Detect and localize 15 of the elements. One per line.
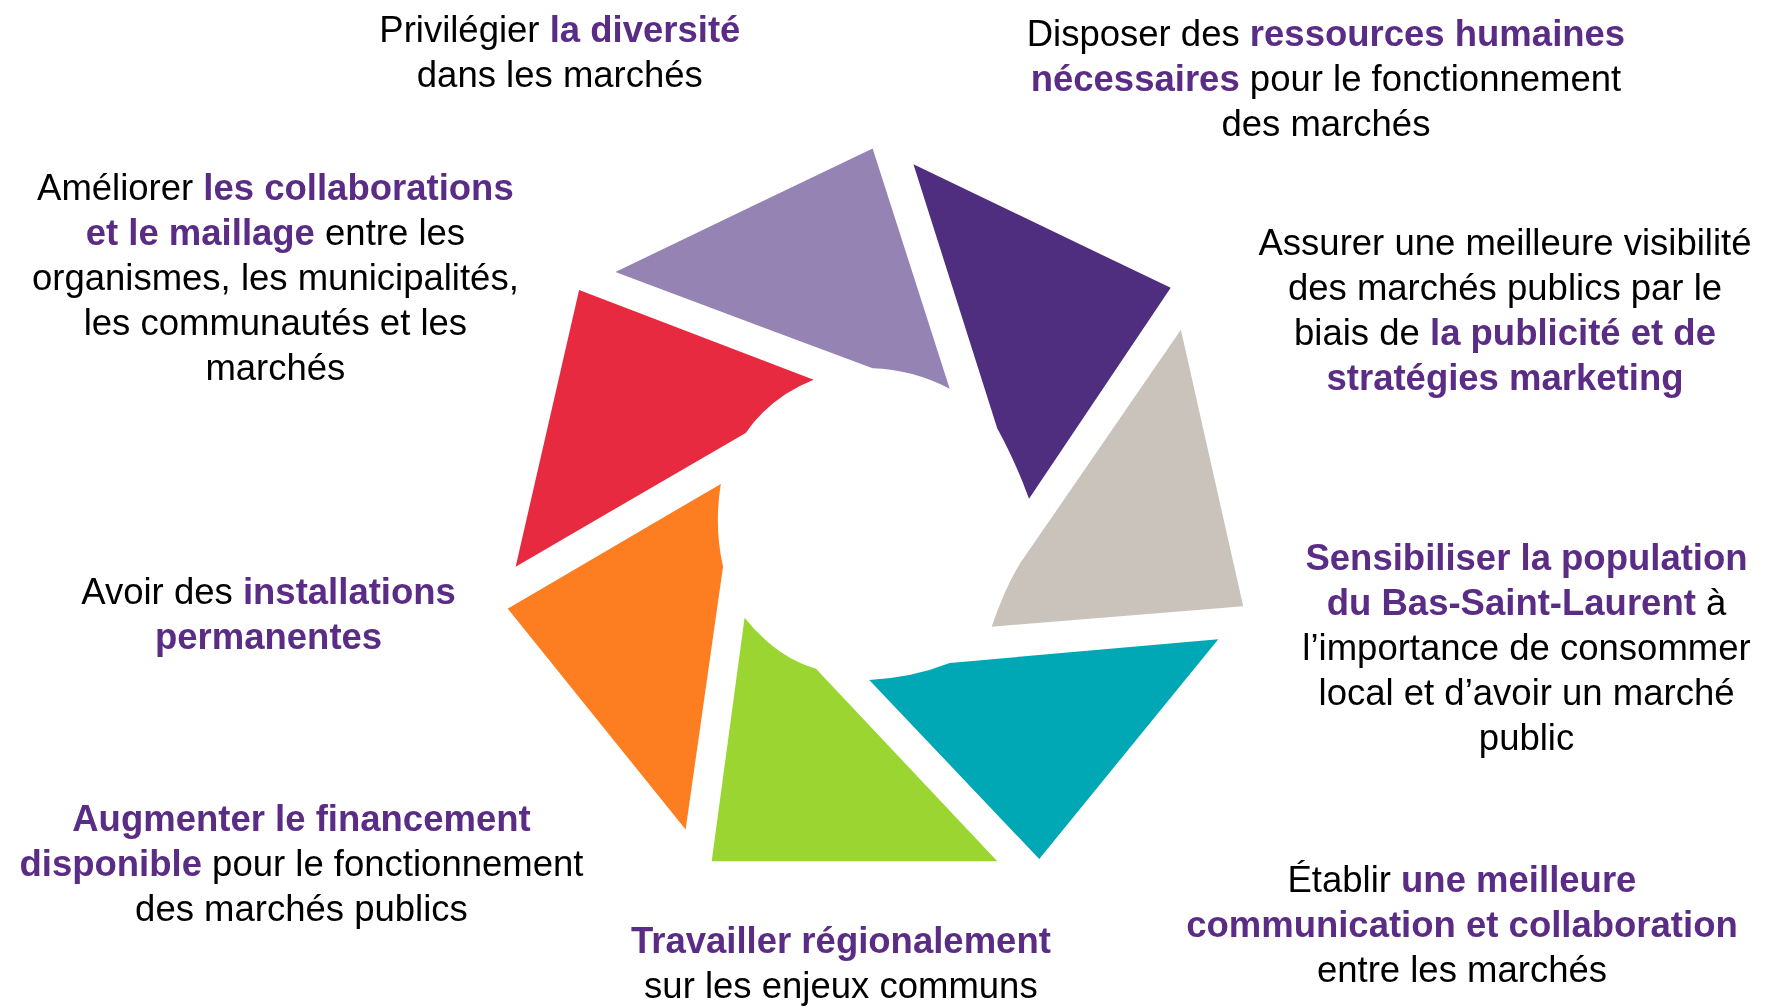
aperture-blade [615,148,950,389]
label-text: Établir une meilleure communication et collaboration entre les marchés [1185,857,1739,992]
label-text: Avoir des installations permanentes [80,569,457,659]
label-text: Assurer une meilleure visibilité des marchés publics par le biais de la publicité et de stratégies marketing [1257,220,1753,400]
aperture-blade [869,639,1219,860]
label-text: Privilégier la diversité dans les marchés [378,7,742,97]
aperture-blade [711,617,998,862]
label-text: Travailler régionalement sur les enjeux communs [629,918,1052,1008]
label-text: Sensibiliser la population du Bas-Saint-Laurent à l’importance de consommer local et d’avoir un marché public [1301,535,1752,760]
label-text: Améliorer les collaborations et le maillage entre les organismes, les municipalités, les communautés et les marchés [30,166,520,391]
label-text: Disposer des ressources humaines nécessaires pour le fonctionnement des marchés [1025,12,1627,147]
aperture-blade [515,290,814,567]
aperture-blade [913,164,1171,499]
label-text: Augmenter le financement disponible pour le fonctionnement des marchés publics [18,796,585,931]
aperture-blade [991,329,1244,627]
